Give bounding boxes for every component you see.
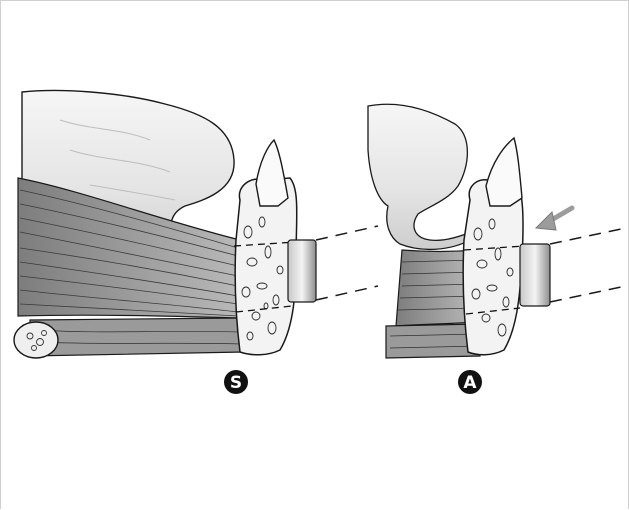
lower-tissue [30, 318, 244, 356]
panel-a: A [368, 104, 626, 394]
lip-soft-tissue-a [368, 104, 476, 249]
orthodontic-bracket-icon-a [520, 244, 550, 306]
force-arrow-icon [536, 208, 572, 230]
panel-s: S [14, 91, 378, 395]
projection-line-lower [316, 286, 378, 300]
cut-bone-end [14, 322, 58, 358]
tooth-crown-a [486, 138, 522, 206]
projection-line-lower-a [550, 286, 626, 302]
projection-line-upper-a [550, 228, 626, 244]
orthodontic-bracket-icon [288, 240, 316, 302]
label-s: S [230, 373, 242, 393]
projection-line-upper [316, 226, 378, 240]
tooth-crown [256, 140, 288, 206]
label-a: A [463, 373, 477, 393]
